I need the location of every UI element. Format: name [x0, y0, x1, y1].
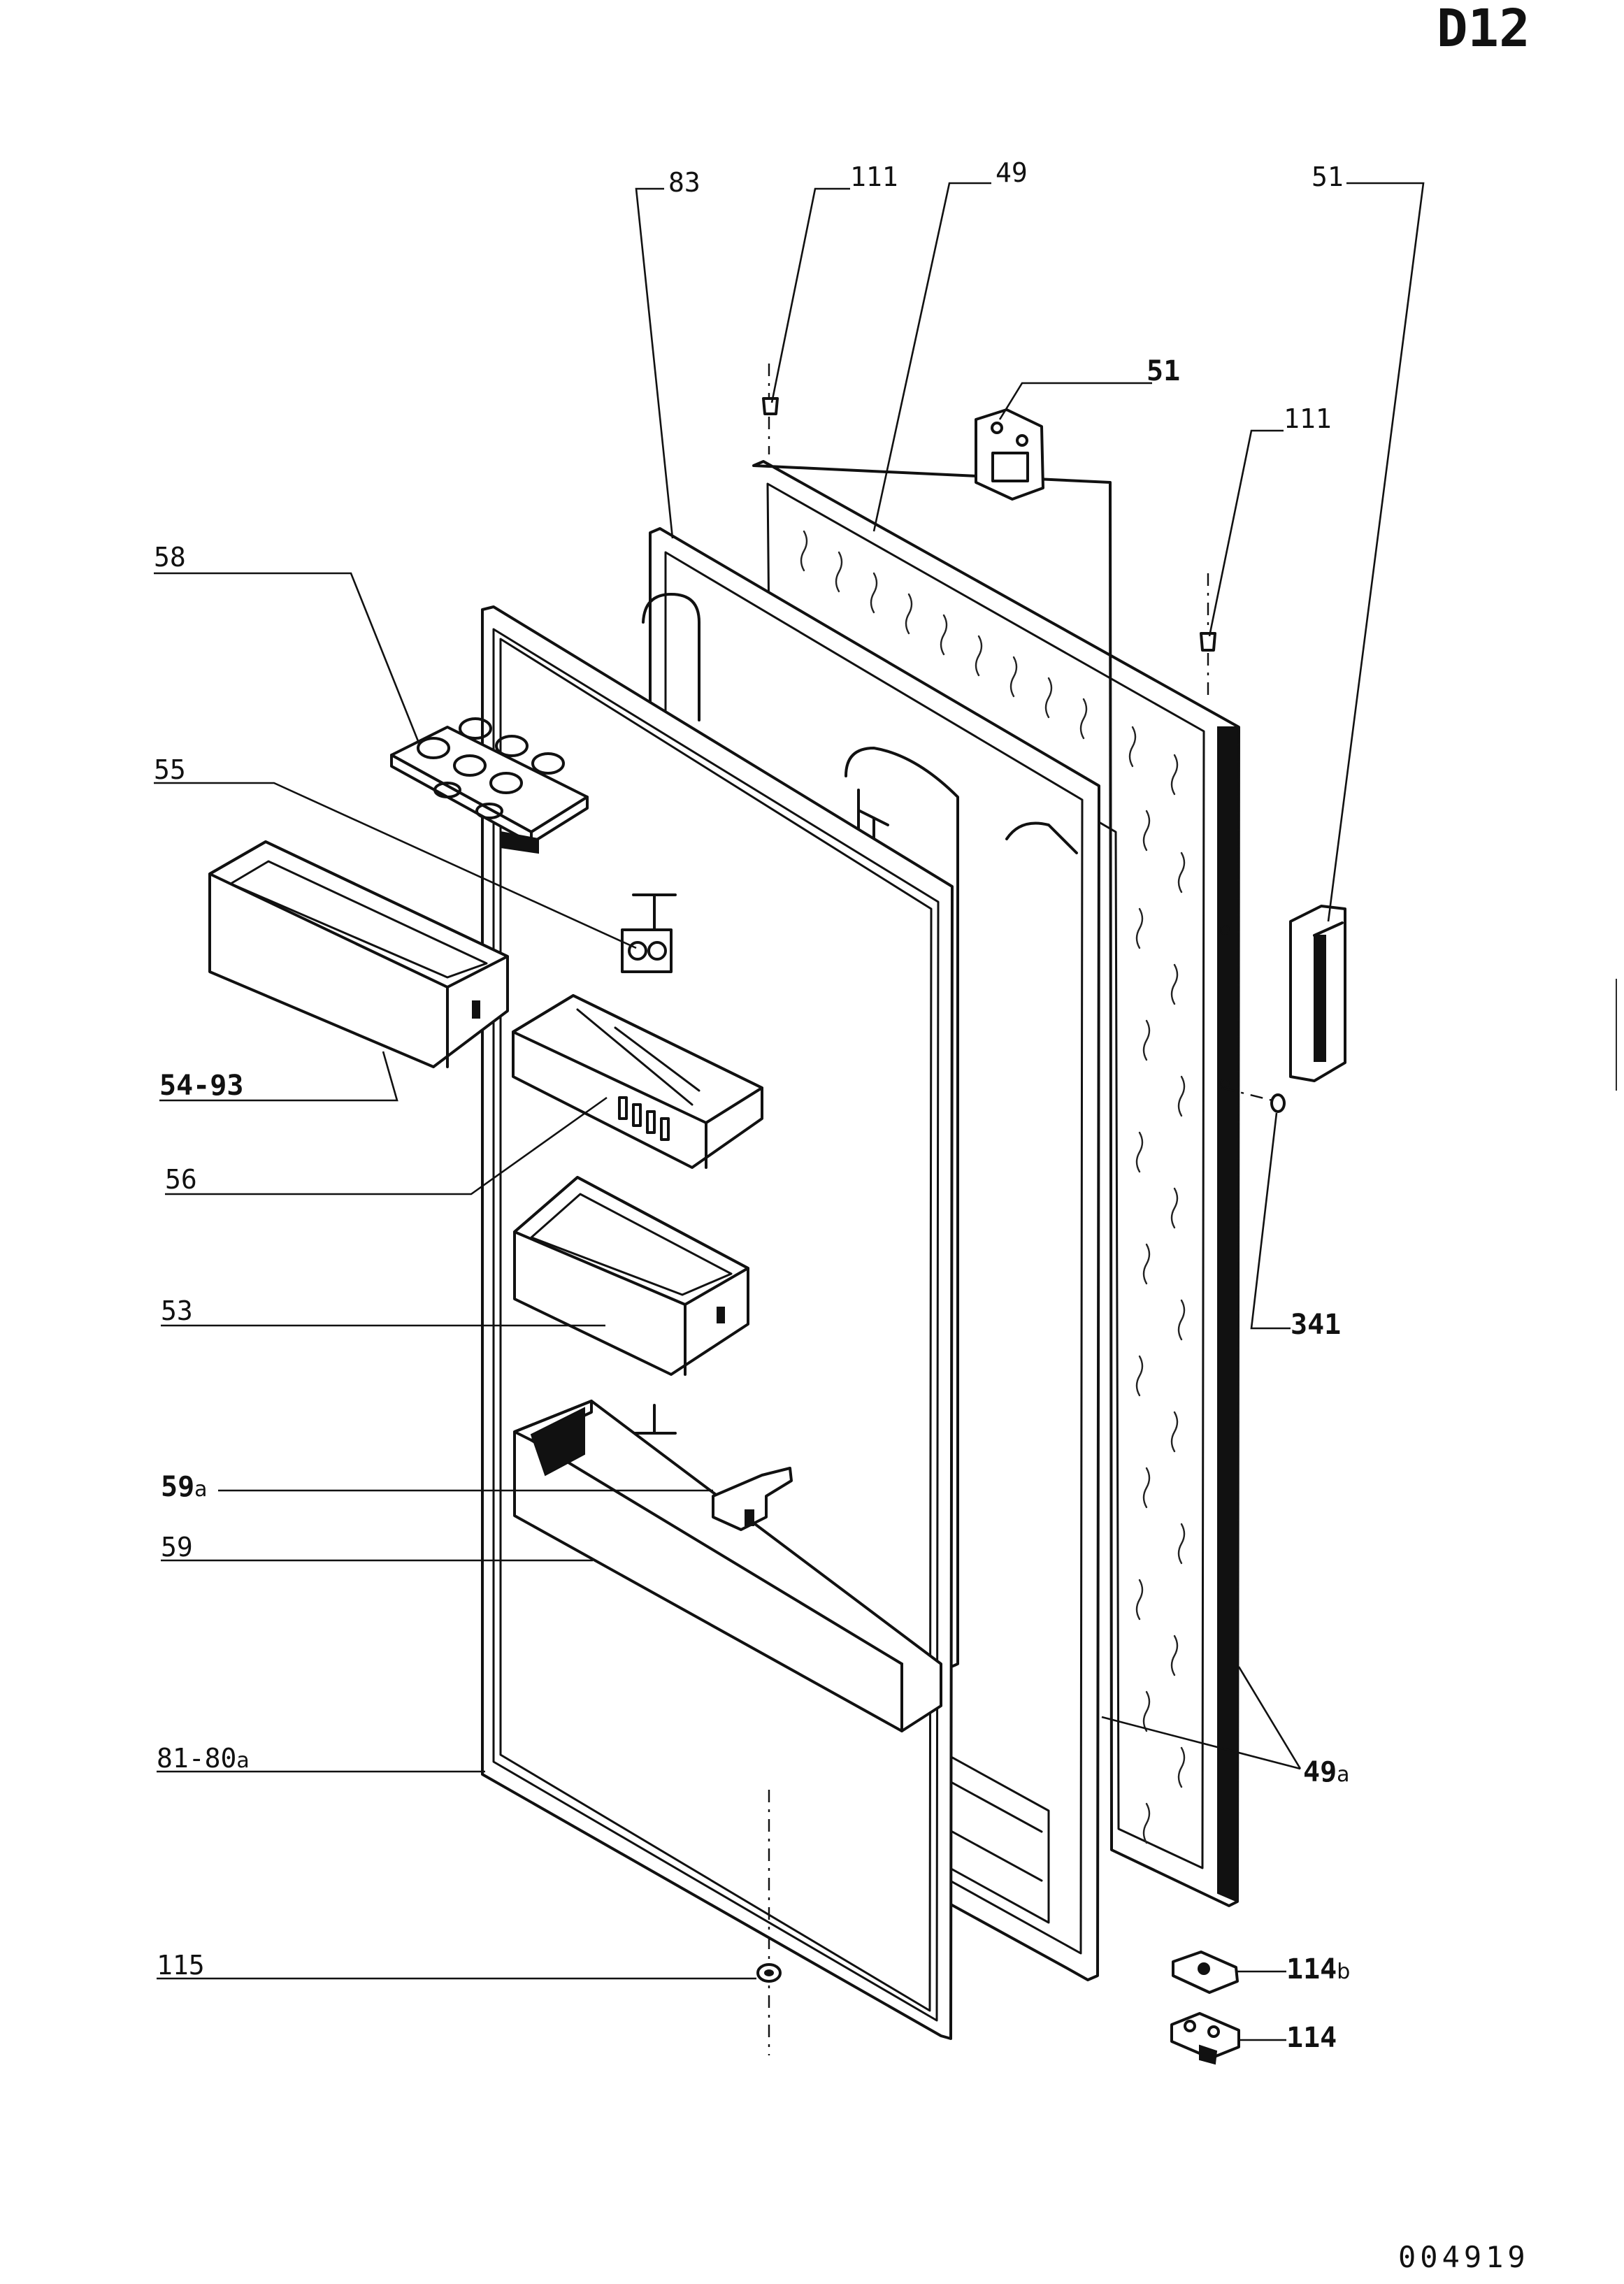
label-114b-suffix: b — [1337, 1960, 1350, 1984]
label-49a-suffix: a — [1337, 1762, 1349, 1787]
label-55: 55 — [154, 754, 186, 785]
foam-texture — [800, 530, 1186, 1844]
hinge-screw-right — [1200, 573, 1216, 699]
label-83: 83 — [668, 167, 700, 198]
bottom-door-shelf — [513, 1400, 942, 1732]
shelf-clip — [712, 1467, 793, 1531]
handle-screw — [1221, 1086, 1286, 1113]
butter-compartment — [512, 994, 763, 1169]
egg-tray — [390, 717, 589, 854]
label-59: 59 — [161, 1532, 193, 1563]
label-81-80a-suffix: a — [236, 1748, 249, 1773]
label-59a: 59a — [161, 1471, 208, 1503]
top-hinge — [975, 408, 1044, 501]
label-81-80a: 81-80a — [157, 1743, 250, 1774]
label-111-right: 111 — [1284, 403, 1332, 434]
bottle-shelf — [208, 840, 509, 1068]
label-54-93: 54-93 — [159, 1070, 243, 1102]
label-81-80a-num: 81-80 — [157, 1743, 236, 1774]
label-59a-num: 59 — [161, 1471, 194, 1503]
hinge-screw-top — [762, 364, 779, 454]
label-59a-suffix: a — [194, 1477, 207, 1502]
label-111-top: 111 — [850, 161, 898, 192]
label-115: 115 — [157, 1950, 205, 1981]
door-handle — [1289, 905, 1346, 1082]
label-56: 56 — [165, 1164, 197, 1195]
label-114: 114 — [1286, 2022, 1337, 2054]
drawing-number: 004919 — [1398, 2240, 1530, 2274]
outer-door-panel — [752, 460, 1240, 1907]
sheet-id: D12 — [1437, 0, 1530, 59]
leader-lines — [154, 182, 1425, 2041]
label-58: 58 — [154, 542, 186, 573]
label-53: 53 — [161, 1295, 193, 1326]
label-51-handle: 51 — [1312, 161, 1344, 192]
label-49a: 49a — [1303, 1756, 1350, 1788]
label-49: 49 — [996, 157, 1028, 188]
label-341: 341 — [1291, 1309, 1341, 1341]
bottom-hinge-plate — [1172, 1951, 1239, 1994]
label-51-hinge: 51 — [1147, 355, 1180, 387]
label-49a-num: 49 — [1303, 1756, 1337, 1788]
bottom-hinge — [1170, 2012, 1240, 2065]
label-114b-num: 114 — [1286, 1953, 1337, 1985]
label-114b: 114b — [1286, 1953, 1350, 1985]
foot-washer — [756, 1963, 782, 1983]
